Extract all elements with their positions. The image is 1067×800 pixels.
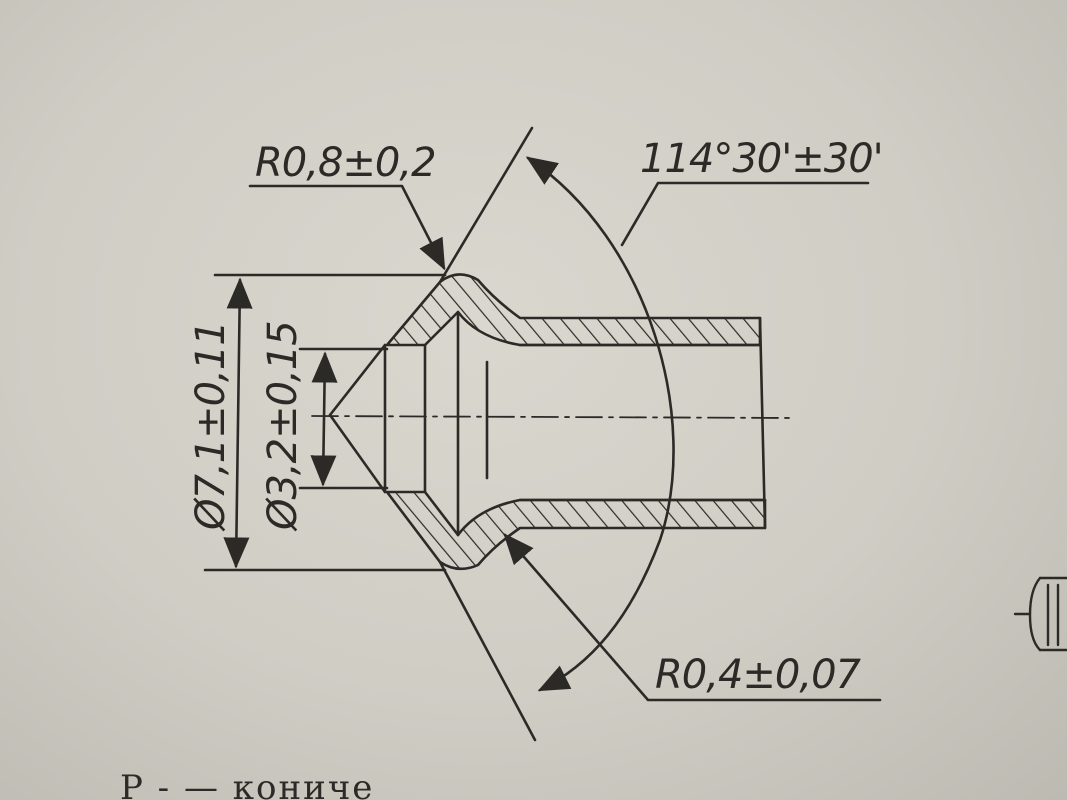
angle-leg-top: [438, 126, 534, 284]
dim-line-outer: [223, 277, 253, 569]
label-radius-top: R0,8±0,2: [255, 140, 436, 186]
angle-leg-bottom: [438, 560, 537, 742]
lower-wall-section: [385, 490, 767, 571]
leader-radius-top: [248, 184, 446, 271]
caption-text: Р - — кониче: [120, 768, 375, 800]
label-diameter-outer: Ø7,1±0,11: [188, 321, 234, 532]
partial-adjacent-figure: [1013, 576, 1067, 652]
tube-end-line: [758, 316, 767, 530]
upper-wall-section: [385, 273, 762, 347]
leader-angle: [620, 181, 870, 247]
label-diameter-inner: Ø3,2±0,15: [260, 321, 306, 532]
cone-bottom: [328, 413, 387, 494]
cone-top: [328, 343, 387, 417]
leader-radius-bottom: [503, 533, 882, 702]
label-angle: 114°30'±30': [640, 136, 883, 182]
label-radius-bottom: R0,4±0,07: [655, 652, 862, 698]
angle-arc: [525, 156, 675, 692]
dim-line-inner: [310, 351, 338, 487]
